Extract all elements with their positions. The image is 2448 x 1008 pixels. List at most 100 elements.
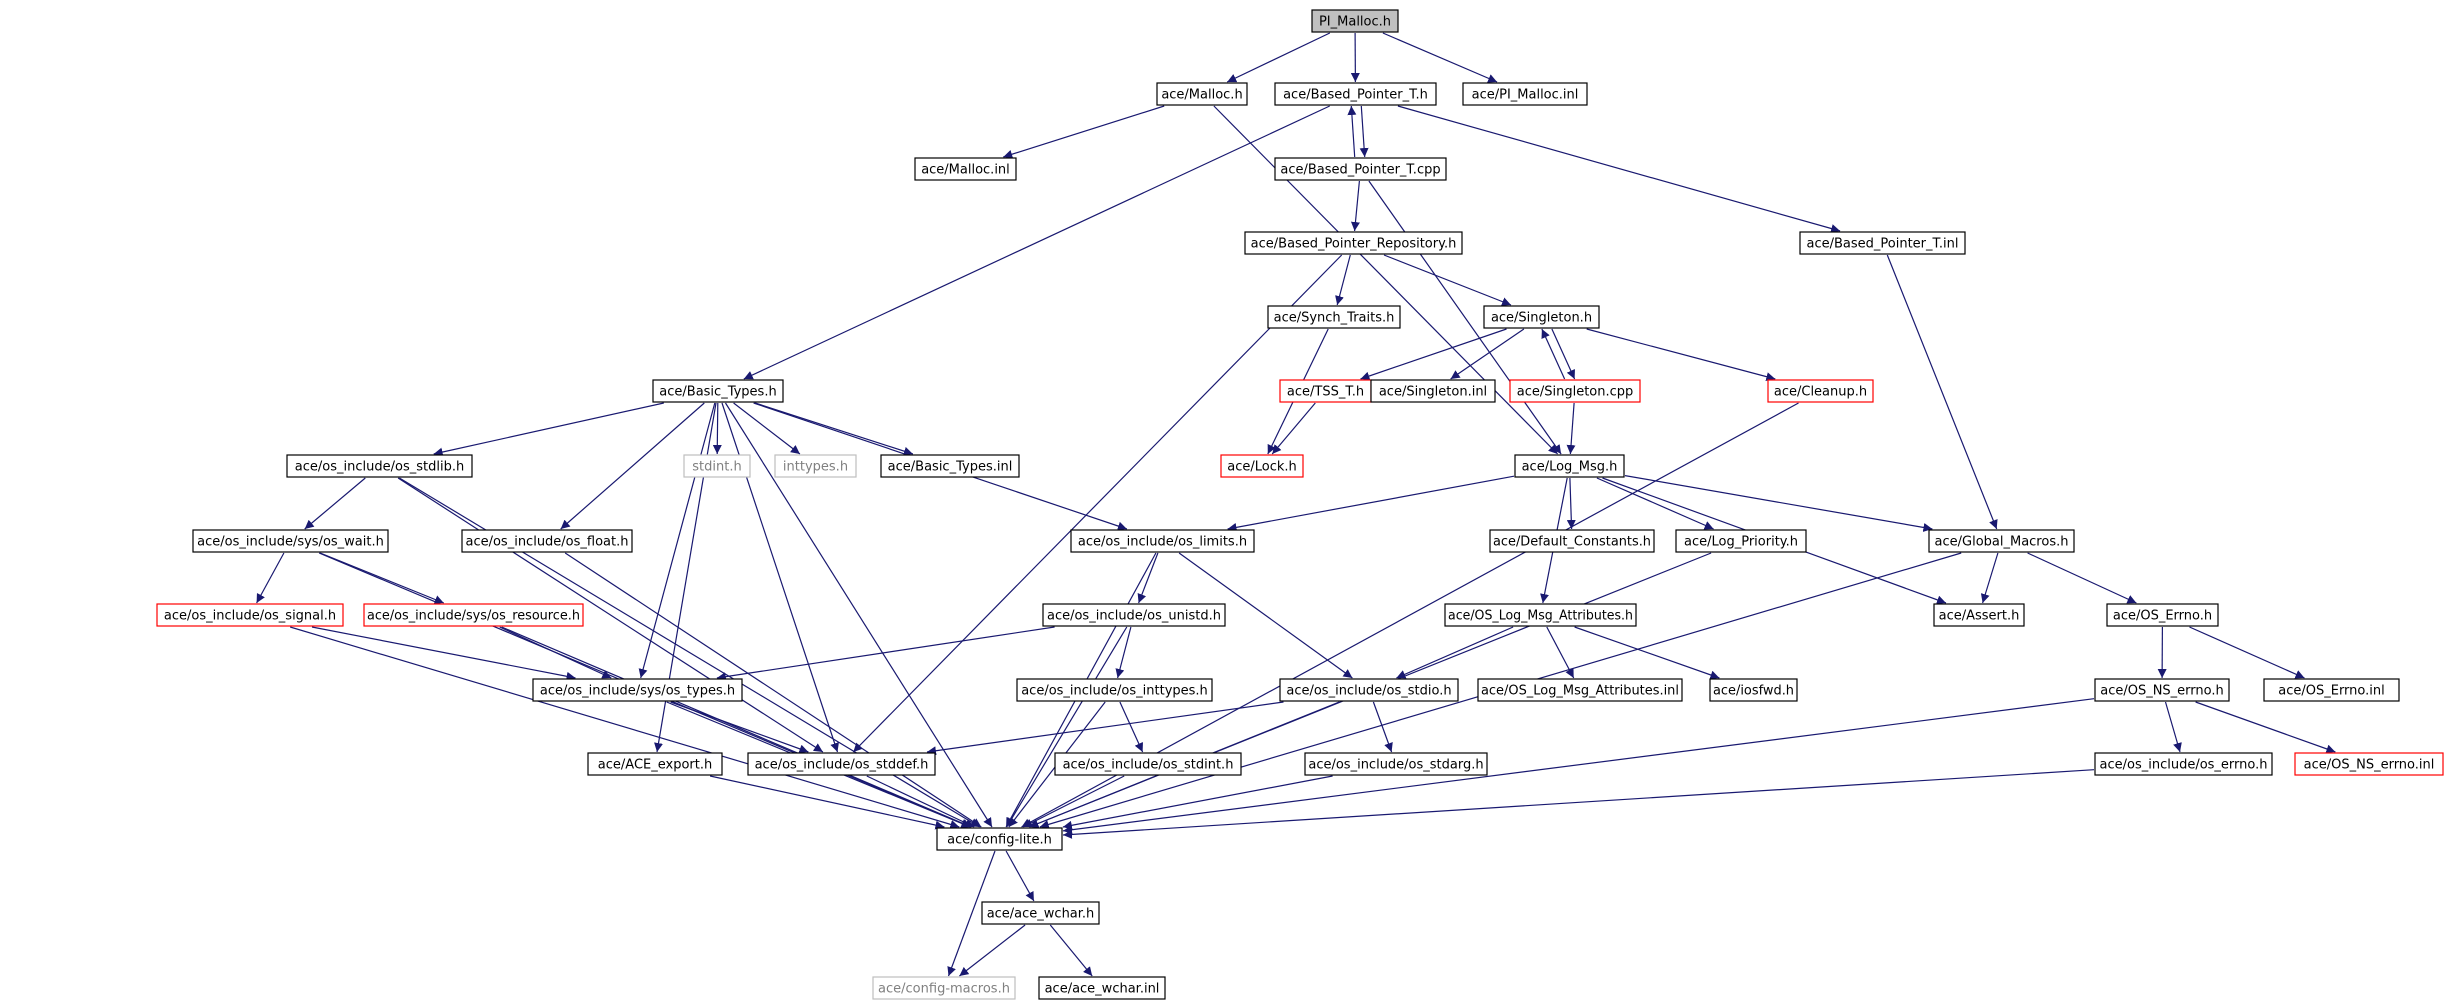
node-box [1370,379,1496,403]
edge-basic_types_h-to-config_lite_h [724,402,993,828]
node-box [652,379,784,403]
edge-os_log_msg_attributes_h-to-os_stdio_h [1396,626,1514,679]
node-label: ace/OS_NS_errno.inl [2304,758,2435,773]
edge-os_resource_h-to-config_lite_h [501,626,972,828]
node-os_float_h[interactable]: ace/os_include/os_float.h [461,529,633,553]
node-os_types_h[interactable]: ace/os_include/sys/os_types.h [532,678,743,702]
node-os_include_os_errno_h[interactable]: ace/os_include/os_errno.h [2094,752,2273,776]
node-os_ns_errno_h[interactable]: ace/OS_NS_errno.h [2094,678,2230,702]
node-layer: PI_Malloc.h ace/Malloc.h ace/Based_Pointer… [156,9,2444,1000]
node-os_limits_h[interactable]: ace/os_include/os_limits.h [1070,529,1255,553]
node-box [1274,157,1447,181]
node-tss_t_h[interactable]: ace/TSS_T.h [1279,379,1372,403]
node-label: ace/os_include/sys/os_resource.h [367,609,580,624]
node-box [1933,603,2025,627]
node-label: ace/Based_Pointer_T.h [1283,88,1428,103]
node-label: ace/Log_Msg.h [1522,460,1618,475]
edge-based_pointer_t_h-to-based_pointer_t_cpp [1359,105,1369,158]
node-box [1042,603,1226,627]
node-box [1444,603,1637,627]
node-os_stddef_h[interactable]: ace/os_include/os_stddef.h [747,752,936,776]
node-basic_types_inl[interactable]: ace/Basic_Types.inl [880,454,1020,478]
edge-based_pointer_t_cpp-to-based_pointer_repository_h [1350,180,1360,232]
node-os_log_msg_attributes_h[interactable]: ace/OS_Log_Msg_Attributes.h [1444,603,1637,627]
node-os_resource_h[interactable]: ace/os_include/sys/os_resource.h [363,603,584,627]
node-pi_malloc_inl[interactable]: ace/PI_Malloc.inl [1462,82,1588,106]
node-based_pointer_t_inl[interactable]: ace/Based_Pointer_T.inl [1799,231,1966,255]
edge-based_pointer_repository_h-to-singleton_h [1383,254,1512,306]
node-assert_h[interactable]: ace/Assert.h [1933,603,2025,627]
node-singleton_h[interactable]: ace/Singleton.h [1483,305,1600,329]
edge-based_pointer_t_cpp-to-log_msg_h [1368,180,1562,455]
edge-log_msg_h-to-global_macros_h [1624,475,1933,532]
edge-os_log_msg_attributes_h-to-iosfwd_h [1574,626,1720,680]
node-lock_h[interactable]: ace/Lock.h [1220,454,1304,478]
node-label: ace/OS_Log_Msg_Attributes.h [1448,609,1633,624]
node-log_priority_h[interactable]: ace/Log_Priority.h [1675,529,1807,553]
node-based_pointer_t_cpp[interactable]: ace/Based_Pointer_T.cpp [1274,157,1447,181]
node-box [1477,678,1683,702]
edge-based_pointer_repository_h-to-os_stddef_h [852,254,1343,753]
node-os_stdio_h[interactable]: ace/os_include/os_stdio.h [1279,678,1459,702]
edge-os_limits_h-to-os_stdio_h [1178,552,1353,679]
node-singleton_cpp[interactable]: ace/Singleton.cpp [1509,379,1641,403]
node-label: ace/config-lite.h [947,833,1052,848]
node-basic_types_h[interactable]: ace/Basic_Types.h [652,379,784,403]
node-os_errno_inl[interactable]: ace/OS_Errno.inl [2263,678,2400,702]
edge-basic_types_h-to-basic_types_inl [754,402,914,456]
node-log_msg_h[interactable]: ace/Log_Msg.h [1514,454,1625,478]
node-os_stdarg_h[interactable]: ace/os_include/os_stdarg.h [1304,752,1488,776]
node-label: ace/os_include/os_stdint.h [1063,758,1234,773]
edge-log_msg_h-to-os_limits_h [1227,475,1515,532]
edge-basic_types_h-to-os_float_h [560,402,705,530]
node-pi_malloc_h[interactable]: PI_Malloc.h [1311,9,1399,33]
node-os_log_msg_attributes_inl[interactable]: ace/OS_Log_Msg_Attributes.inl [1477,678,1683,702]
node-malloc_h[interactable]: ace/Malloc.h [1156,82,1248,106]
node-label: ace/ace_wchar.inl [1045,982,1160,997]
node-label: inttypes.h [783,460,848,475]
node-os_stdlib_h[interactable]: ace/os_include/os_stdlib.h [286,454,473,478]
node-malloc_inl[interactable]: ace/Malloc.inl [914,157,1017,181]
node-os_ns_errno_inl[interactable]: ace/OS_NS_errno.inl [2294,752,2444,776]
node-os_signal_h[interactable]: ace/os_include/os_signal.h [156,603,344,627]
node-cleanup_h[interactable]: ace/Cleanup.h [1767,379,1874,403]
edge-pi_malloc_h-to-malloc_h [1226,32,1331,83]
node-box [156,603,344,627]
node-ace_wchar_inl[interactable]: ace/ace_wchar.inl [1038,976,1166,1000]
node-os_stdint_h[interactable]: ace/os_include/os_stdint.h [1054,752,1242,776]
node-synch_traits_h[interactable]: ace/Synch_Traits.h [1267,305,1401,329]
node-ace_export_h[interactable]: ace/ACE_export.h [587,752,723,776]
node-box [1928,529,2075,553]
edge-basic_types_h-to-stdint_h [712,402,722,455]
edge-singleton_h-to-singleton_inl [1450,328,1525,380]
node-default_constants_h[interactable]: ace/Default_Constants.h [1489,529,1655,553]
node-os_unistd_h[interactable]: ace/os_include/os_unistd.h [1042,603,1226,627]
node-box [914,157,1017,181]
node-config_lite_h[interactable]: ace/config-lite.h [936,827,1063,851]
edge-based_pointer_t_h-to-basic_types_h [743,105,1330,380]
node-os_inttypes_h[interactable]: ace/os_include/os_inttypes.h [1016,678,1213,702]
edge-os_unistd_h-to-os_inttypes_h [1115,626,1132,679]
edge-os_float_h-to-config_lite_h [564,552,982,828]
node-os_wait_h[interactable]: ace/os_include/sys/os_wait.h [192,529,389,553]
node-global_macros_h[interactable]: ace/Global_Macros.h [1928,529,2075,553]
node-os_errno_h[interactable]: ace/OS_Errno.h [2106,603,2219,627]
node-label: ace/Default_Constants.h [1493,535,1651,550]
node-based_pointer_t_h[interactable]: ace/Based_Pointer_T.h [1274,82,1437,106]
node-box [286,454,473,478]
node-box [1016,678,1213,702]
node-label: ace/Cleanup.h [1774,385,1867,400]
node-box [1489,529,1655,553]
node-singleton_inl[interactable]: ace/Singleton.inl [1370,379,1496,403]
edge-basic_types_h-to-inttypes_h [733,402,801,455]
node-based_pointer_repository_h[interactable]: ace/Based_Pointer_Repository.h [1244,231,1463,255]
edge-singleton_h-to-tss_t_h [1360,328,1507,381]
edge-os_limits_h-to-os_unistd_h [1137,552,1159,604]
node-iosfwd_h[interactable]: ace/iosfwd.h [1709,678,1798,702]
node-label: ace/OS_NS_errno.h [2100,684,2224,699]
edge-config_lite_h-to-ace_wchar_h [1005,850,1035,902]
node-ace_wchar_h[interactable]: ace/ace_wchar.h [981,901,1100,925]
node-box [1244,231,1463,255]
edge-os_unistd_h-to-config_lite_h [1006,626,1128,828]
node-box [1038,976,1166,1000]
